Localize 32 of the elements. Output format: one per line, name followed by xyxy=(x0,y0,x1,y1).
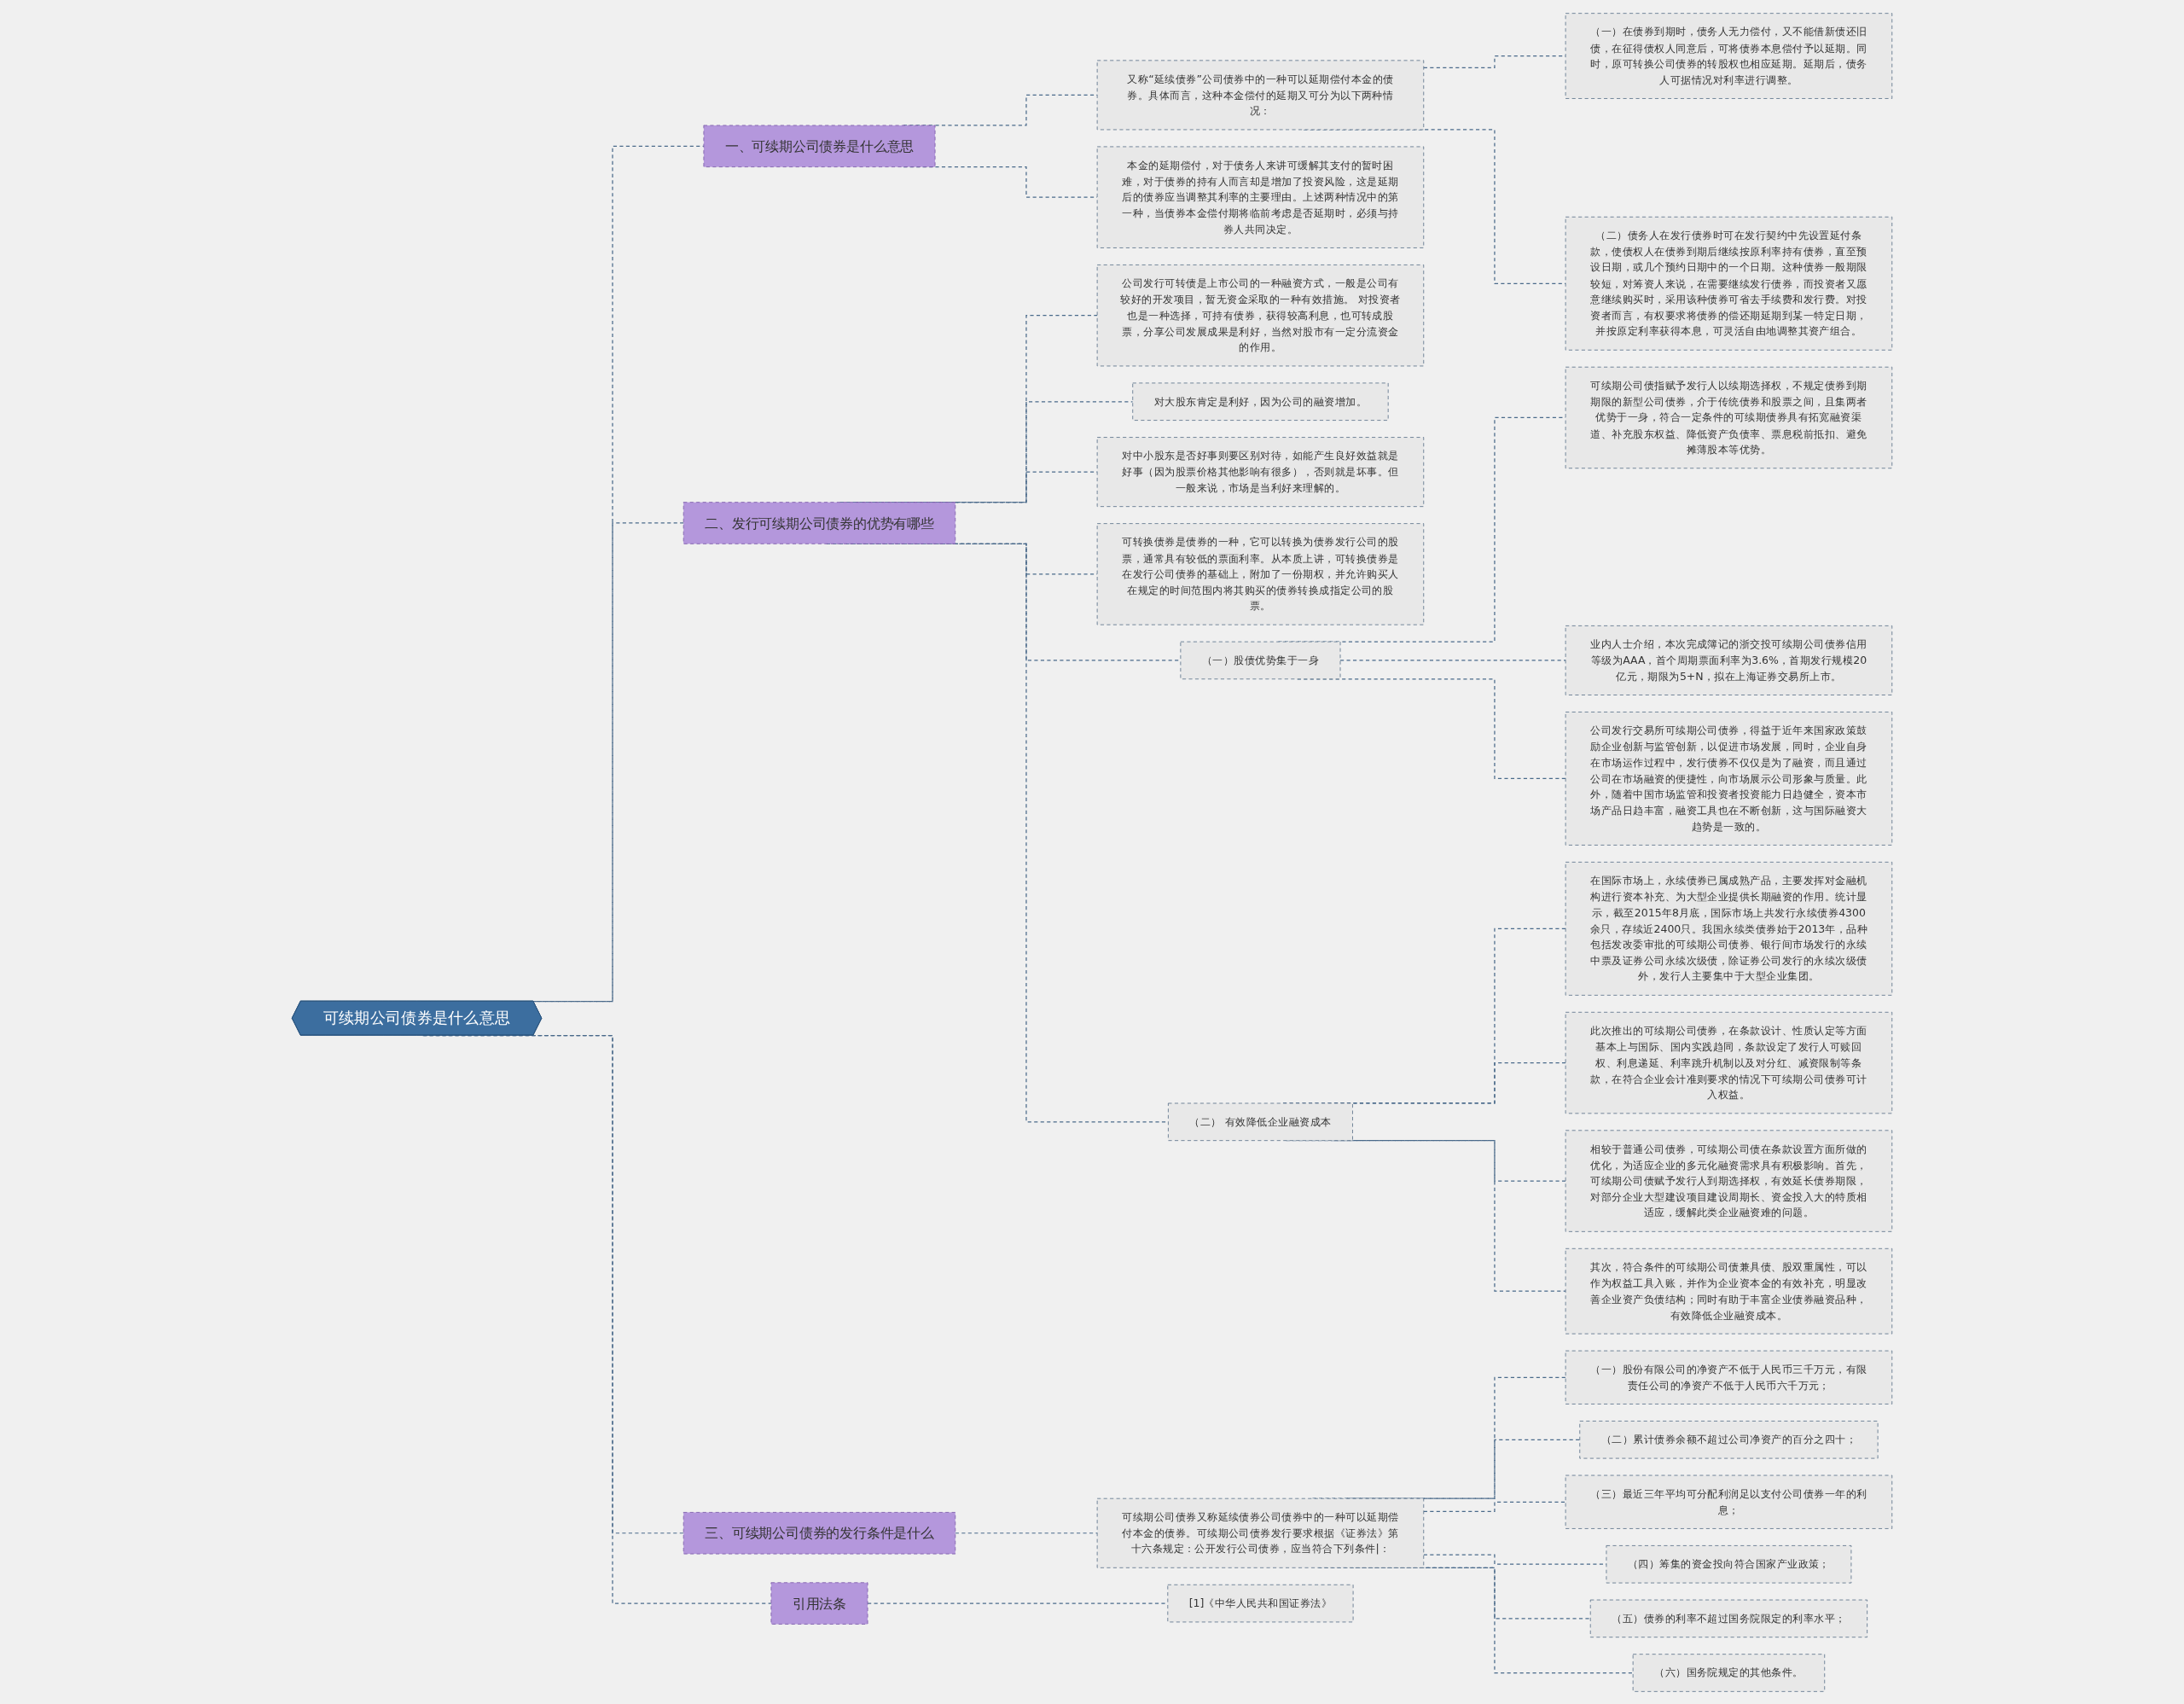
node-box: 可续期公司债券又称延续债券公司债券中的一种可以延期偿付本金的债券。可续期公司债券发行要求根据《证券法》第十六条规定：公开发行公司债券，应当符合下列条件|： xyxy=(1096,1498,1425,1568)
node-box: 此次推出的可续期公司债券，在条款设计、性质认定等方面基本上与国际、国内实践趋同，条款设定了发行人可赎回权、利息递延、利率跳升机制以及对分红、减资限制等条款，在符合企业会计准则要求的情况下可续期公司债券可计入权益。 xyxy=(1565,1011,1893,1114)
node-box: （一）在债券到期时，债务人无力偿付，又不能借新债还旧债，在征得债权人同意后，可将债券本息偿付予以延期。同时，原可转换公司债券的转股权也相应延期。延期后，债务人可据情况对利率进行调整。 xyxy=(1565,12,1893,99)
node-box: 本金的延期偿付，对于债务人来讲可缓解其支付的暂时困难，对于债券的持有人而言却是增加了投资风险，这是延期后的债券应当调整其利率的主要理由。上述两种情况中的第一种，当债券本金偿付期将临前考虑是否延期时，必须与持券人共同决定。 xyxy=(1096,146,1425,248)
node-box: 可续期公司债指赋予发行人以续期选择权，不规定债券到期期限的新型公司债券，介于传统债券和股票之间，且集两者优势于一身，符合一定条件的可续期债券具有拓宽融资渠道、补充股东权益、降低资产负债率、票息税前抵扣、避免摊薄股本等优势。 xyxy=(1565,366,1893,468)
connector xyxy=(1423,1501,1566,1512)
connector xyxy=(955,1532,1098,1533)
node-box: 一、可续期公司债券是什么意思 xyxy=(703,125,936,167)
node-box: 二、发行可续期公司债券的优势有哪些 xyxy=(682,501,956,544)
node-box: 公司发行交易所可续期公司债券，得益于近年来国家政策鼓励企业创新与监管创新，以促进市场发展，同时，企业自身在市场运作过程中，发行债券不仅仅是为了融资，而且通过公司在市场融资的便捷性，向市场展示公司形象与质量。此外，随着中国市场监管和投资者投资能力日趋健全，资本市场产品日趋丰富，融资工具也在不断创新，这与国际融资大趋势是一致的。 xyxy=(1565,711,1893,846)
node-box: 业内人士介绍，本次完成簿记的浙交投可续期公司债券信用等级为AAA，首个周期票面利率为3.6%，首期发行规模20亿元，期限为5+N，拟在上海证券交易所上市。 xyxy=(1565,625,1893,695)
node-box: 对中小股东是否好事则要区别对待，如能产生良好效益就是好事（因为股票价格其他影响有很多），否则就是坏事。但一般来说，市场是当利好来理解的。 xyxy=(1096,436,1425,507)
node-box: 相较于普通公司债券，可续期公司债在条款设置方面所做的优化，为适应企业的多元化融资需求具有积极影响。首先，可续期公司债赋予发行人到期选择权，有效延长债券期限，对部分企业大型建设项目建设周期长、资金投入大的特质相适应，缓解此类企业融资难的问题。 xyxy=(1565,1129,1893,1232)
connector xyxy=(1339,659,1566,661)
node-box: 可转换债券是债券的一种，它可以转换为债券发行公司的股票，通常具有较低的票面利率。从本质上讲，可转换债券是在发行公司债券的基础上，附加了一份期权，并允许购买人在规定的时间范围内将其购买的债券转换成指定公司的股票。 xyxy=(1096,522,1425,625)
node-box: （二）债务人在发行债券时可在发行契约中先设置延付条款，使债权人在债券到期后继续按原利率持有债券，直至预设日期，或几个预约日期中的一个日期。这种债券一般期限较短，对筹资人来说，在需要继续发行债券，而投资者又愿意继续购买时，采用该种债券可省去手续费和发行费。对投资者而言，有权要求将债券的偿还期延期到某一特定日期，并按原定利率获得本息，可灵活自由地调整其资产组合。 xyxy=(1565,216,1893,351)
node-box: （二）累计债券余额不超过公司净资产的百分之四十； xyxy=(1579,1420,1879,1458)
node-box: （一）股份有限公司的净资产不低于人民币三千万元，有限责任公司的净资产不低于人民币六千万元； xyxy=(1565,1350,1893,1404)
node-box: （六）国务院规定的其他条件。 xyxy=(1632,1653,1826,1692)
node-box: 对大股东肯定是利好，因为公司的融资增加。 xyxy=(1132,382,1389,421)
node-box: （四）筹集的资金投向符合国家产业政策； xyxy=(1606,1544,1852,1583)
node-box: 引用法条 xyxy=(770,1581,868,1625)
node-box: （一）股债优势集于一身 xyxy=(1180,641,1341,679)
node-box: 在国际市场上，永续债券已属成熟产品，主要发挥对金融机构进行资本补充、为大型企业提供长期融资的作用。统计显示，截至2015年8月底，国际市场上共发行永续债券4300余只，存续近2400只。我国永续类债券始于2013年，品种包括发改委审批的可续期公司债券、银行间市场发行的永续中票及证券公司永续次级债，除证券公司发行的永续次级债外，发行人主要集中于大型企业集团。 xyxy=(1565,861,1893,996)
node-box: （三）最近三年平均可分配利润足以支付公司债券一年的利息； xyxy=(1565,1474,1893,1529)
node-box: 三、可续期公司债券的发行条件是什么 xyxy=(682,1511,956,1554)
node-box: 公司发行可转债是上市公司的一种融资方式，一般是公司有较好的开发项目，暂无资金采取的一种有效措施。 对投资者也是一种选择，可持有债券，获得较高利息，也可转成股票，分享公司发展成果是利好，当然对股市有一定分流资金的作用。 xyxy=(1096,264,1425,366)
node-box: （五）债券的利率不超过国务院限定的利率水平； xyxy=(1589,1599,1868,1637)
node-box: 又称“延续债券”公司债券中的一种可以延期偿付本金的债券。具体而言，这种本金偿付的延期又可分为以下两种情况： xyxy=(1096,59,1425,130)
node-box: [1]《中华人民共和国证券法》 xyxy=(1167,1584,1354,1622)
node-box: 其次，符合条件的可续期公司债兼具债、股双重属性，可以作为权益工具入账，并作为企业资本金的有效补充，明显改善企业资产负债结构；同时有助于丰富企业债券融资品种，有效降低企业融资成本。 xyxy=(1565,1247,1893,1335)
node-box: （二） 有效降低企业融资成本 xyxy=(1168,1102,1353,1141)
